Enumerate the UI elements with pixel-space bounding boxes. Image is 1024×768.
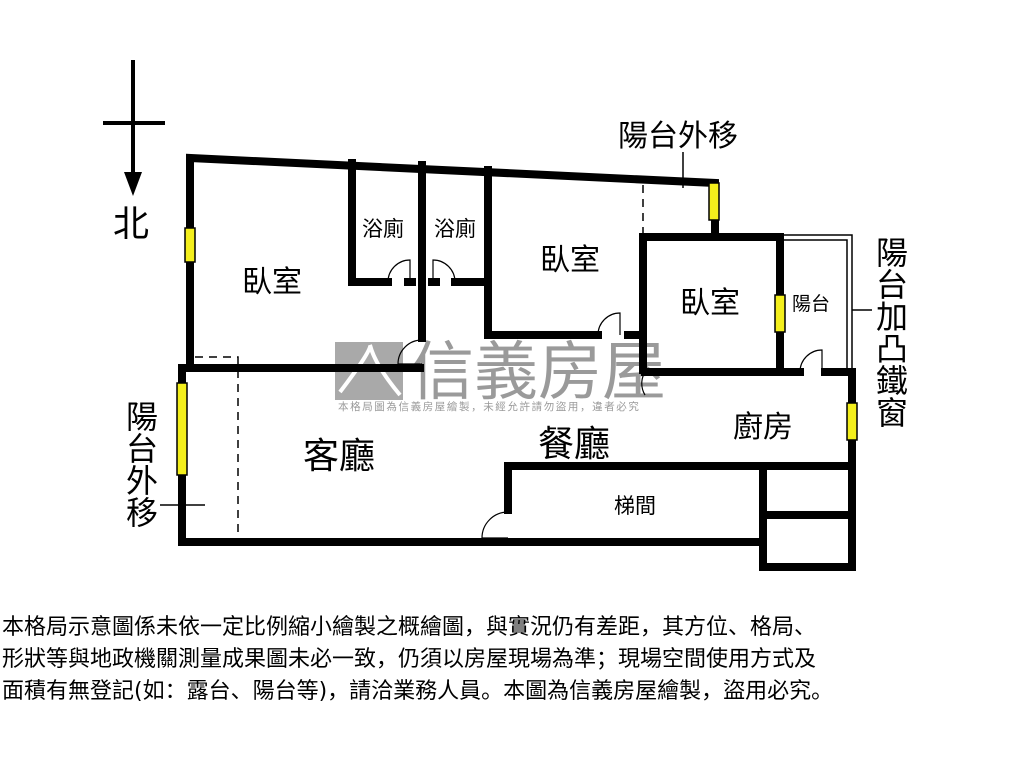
railing-line	[782, 234, 853, 372]
window	[184, 227, 196, 263]
wall	[348, 159, 392, 286]
window	[774, 294, 786, 333]
room-living: 客廳	[303, 436, 375, 477]
disclaimer-line: 面積有無登記(如：露台、陽台等)，請洽業務人員。本圖為信義房屋繪製，盜用必究。	[2, 679, 834, 704]
north-arrow-icon	[124, 172, 142, 196]
window	[846, 402, 858, 441]
room-bedroom-1: 臥室	[242, 265, 302, 300]
watermark-notice: 本格局圖為信義房屋繪製，未經允許請勿盜用，違者必究	[338, 400, 641, 413]
door	[597, 312, 621, 336]
former-balcony-line	[195, 356, 239, 540]
compass: 北	[103, 60, 165, 245]
railing-line	[782, 239, 848, 372]
windows	[176, 182, 858, 476]
door	[397, 339, 423, 365]
annotation-top-balcony: 陽台外移	[618, 119, 738, 154]
room-bath-1: 浴廁	[362, 217, 404, 241]
door	[641, 371, 646, 396]
annotation-left-balcony: 陽台外移	[121, 400, 159, 528]
room-stairwell: 梯間	[614, 494, 656, 518]
watermark-brand: 信義房屋	[410, 336, 666, 410]
disclaimer: 本格局示意圖係未依一定比例縮小繪製之概繪圖，與實況仍有差距，其方位、格局、 形狀…	[2, 612, 1024, 708]
watermark: 信義房屋 本格局圖為信義房屋繪製，未經允許請勿盜用，違者必究	[335, 336, 666, 413]
room-bedroom-2: 臥室	[540, 243, 600, 278]
room-balcony: 陽台	[792, 293, 830, 315]
wall	[484, 166, 602, 339]
doors	[387, 259, 823, 539]
door	[481, 511, 509, 539]
room-kitchen: 廚房	[733, 410, 793, 445]
door	[799, 349, 823, 373]
room-dining: 餐廳	[538, 424, 610, 465]
disclaimer-line: 本格局示意圖係未依一定比例縮小繪製之概繪圖，與實況仍有差距，其方位、格局、	[2, 615, 817, 640]
disclaimer-line: 形狀等與地政機關測量成果圖未必一致，仍須以房屋現場為準；現場空間使用方式及	[2, 647, 817, 672]
annotation-right-balcony: 陽台加凸鐵窗	[871, 236, 909, 428]
wall	[504, 462, 856, 514]
window	[708, 182, 720, 221]
window	[176, 382, 188, 476]
annotations: 陽台外移	[160, 119, 872, 506]
north-label: 北	[113, 204, 149, 245]
room-bedroom-3: 臥室	[680, 286, 740, 321]
door	[432, 259, 456, 283]
balcony-railing	[782, 234, 853, 372]
door	[387, 259, 411, 283]
room-bath-2: 浴廁	[434, 217, 476, 241]
room-labels: 臥室 浴廁 浴廁 臥室 臥室 陽台 餐廳 客廳 廚房 梯間	[242, 217, 830, 518]
